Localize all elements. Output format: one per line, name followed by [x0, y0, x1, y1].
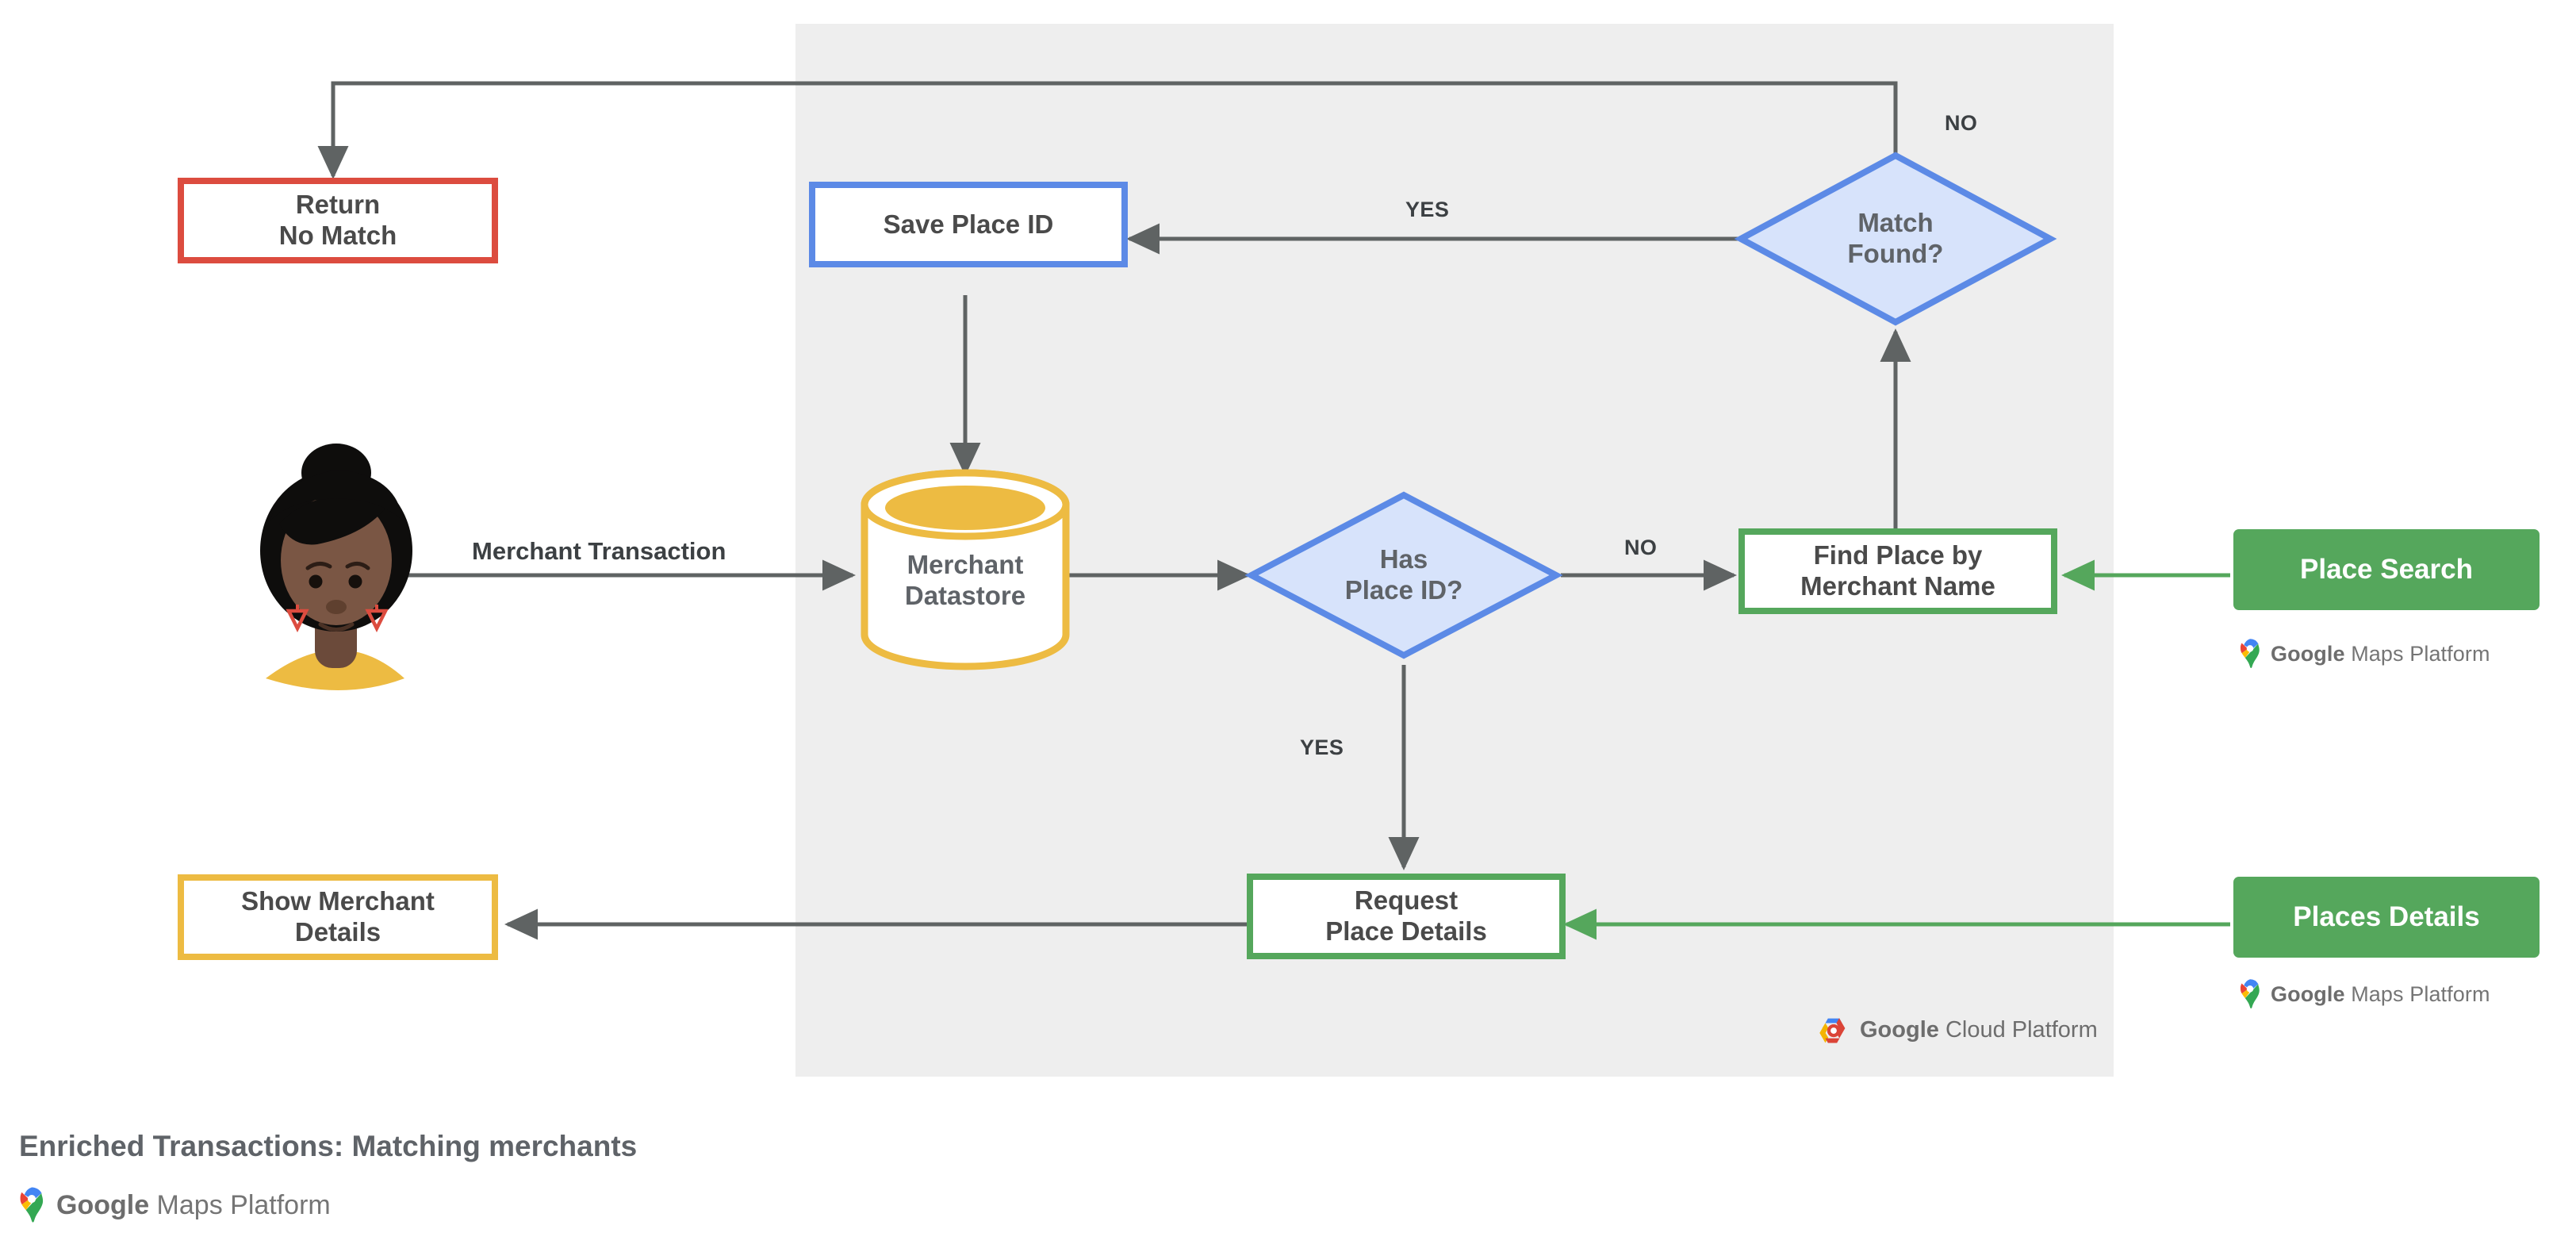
edge-label-has-place-id-yes: YES: [1300, 735, 1344, 759]
node-place-search-button[interactable]: [2233, 529, 2540, 610]
edge-label-has-place-id-no: NO: [1624, 536, 1658, 559]
footer-gmp-lockup: Google Maps Platform: [17, 1187, 331, 1223]
node-request-place-details[interactable]: [1247, 874, 1566, 959]
node-match-found[interactable]: [1734, 152, 2057, 326]
node-find-place-by-merchant-name[interactable]: [1738, 528, 2057, 614]
places-details-gmp-lockup: Google Maps Platform: [2238, 979, 2490, 1009]
customer-avatar: [260, 444, 412, 690]
edge-label-match-found-yes: YES: [1405, 198, 1450, 221]
edge-match-found-no: [317, 81, 1898, 180]
node-places-details-button[interactable]: [2233, 877, 2540, 958]
google-maps-pin-icon: [2240, 639, 2260, 668]
google-maps-pin-icon: [2240, 979, 2260, 1008]
footer-gmp-text: Google Maps Platform: [56, 1189, 331, 1220]
google-cloud-platform-text: Google Cloud Platform: [1860, 1016, 2098, 1043]
diagram-caption: Enriched Transactions: Matching merchant…: [19, 1130, 638, 1162]
edge-label-merchant-transaction: Merchant Transaction: [472, 537, 726, 565]
place-search-gmp-text: Google Maps Platform: [2271, 641, 2490, 666]
node-show-merchant-details[interactable]: [178, 874, 498, 960]
node-merchant-datastore[interactable]: [861, 469, 1070, 670]
node-save-place-id[interactable]: [809, 182, 1128, 267]
place-search-gmp-lockup: Google Maps Platform: [2238, 639, 2490, 669]
google-cloud-hexagon-icon: [1819, 1018, 1846, 1043]
node-return-no-match[interactable]: [178, 178, 498, 263]
node-has-place-id[interactable]: [1244, 491, 1563, 659]
google-maps-pin-icon: [20, 1187, 44, 1223]
google-cloud-platform-lockup: Google Cloud Platform: [1818, 1016, 2098, 1044]
places-details-gmp-text: Google Maps Platform: [2271, 981, 2490, 1006]
edge-label-match-found-no: NO: [1945, 111, 1978, 135]
